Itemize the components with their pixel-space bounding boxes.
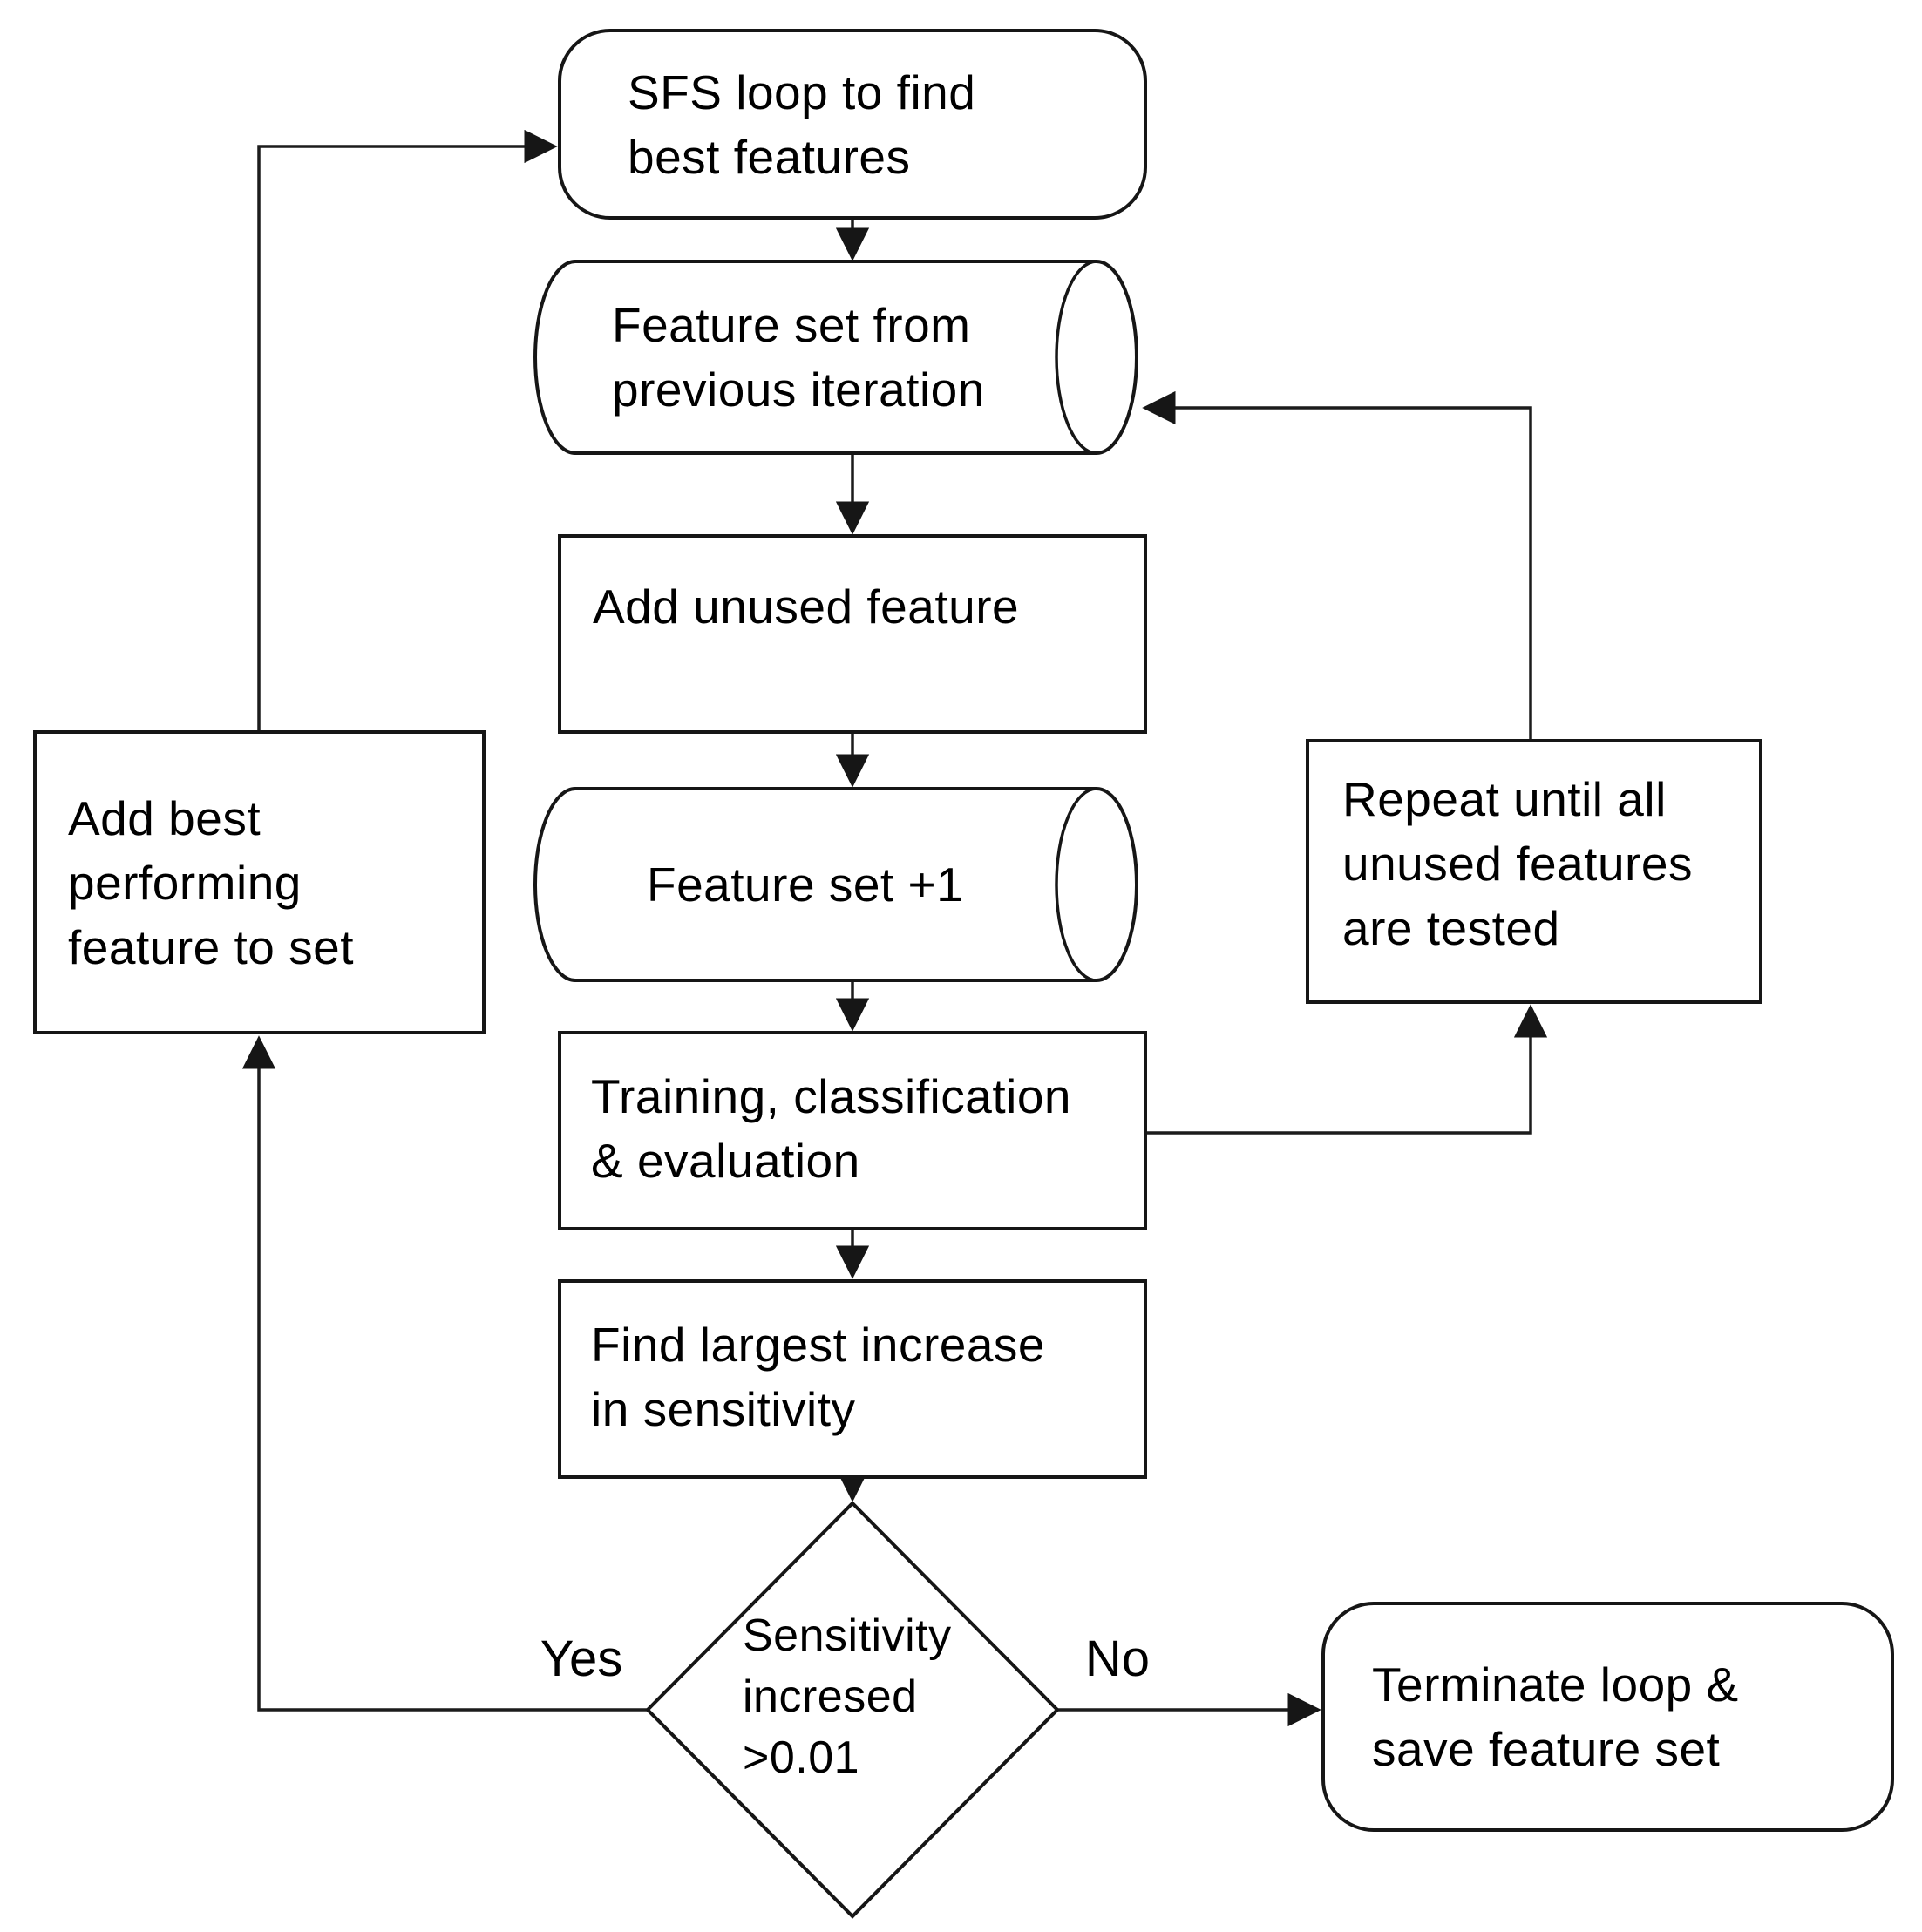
node-find-largest-shape [558, 1279, 1147, 1479]
node-feature-set-plus1-label: Feature set +1 [647, 858, 964, 912]
node-training-label: Training, classification & evaluation [591, 1069, 1072, 1188]
node-terminate-shape [1321, 1602, 1894, 1832]
node-add-unused-label: Add unused feature [593, 580, 1020, 634]
node-training-shape [558, 1031, 1147, 1230]
edge-training-to-repeat [1145, 1004, 1548, 1135]
node-add-best-label: Add best performing feature to set [68, 790, 355, 974]
edge-decision-yes-to-addbest [241, 1035, 648, 1712]
node-find-largest-label: Find largest increase in sensitivity [591, 1318, 1046, 1436]
node-decision-shape [645, 1501, 1060, 1919]
edge-addbest-to-sfs [257, 129, 558, 732]
node-repeat-until-shape [1306, 739, 1762, 1004]
node-feature-set-plus1-cap [1055, 787, 1097, 982]
node-feature-set-prev-cap [1055, 260, 1097, 455]
node-add-best-shape [33, 730, 486, 1034]
node-feature-set-prev-label: Feature set from previous iteration [612, 298, 985, 417]
edge-label-yes: Yes [540, 1630, 623, 1687]
node-decision-label: Sensitivity incresed >0.01 [743, 1610, 952, 1783]
node-terminate-label: Terminate loop & save feature set [1372, 1657, 1739, 1776]
edge-repeat-to-prevset [1142, 390, 1532, 741]
edge-label-no: No [1084, 1630, 1151, 1687]
node-add-unused-shape [558, 534, 1147, 734]
node-sfs-loop-shape [558, 29, 1147, 220]
node-sfs-loop-label: SFS loop to find best features [628, 64, 976, 184]
node-repeat-until-label: Repeat until all unused features are tes… [1342, 772, 1693, 955]
